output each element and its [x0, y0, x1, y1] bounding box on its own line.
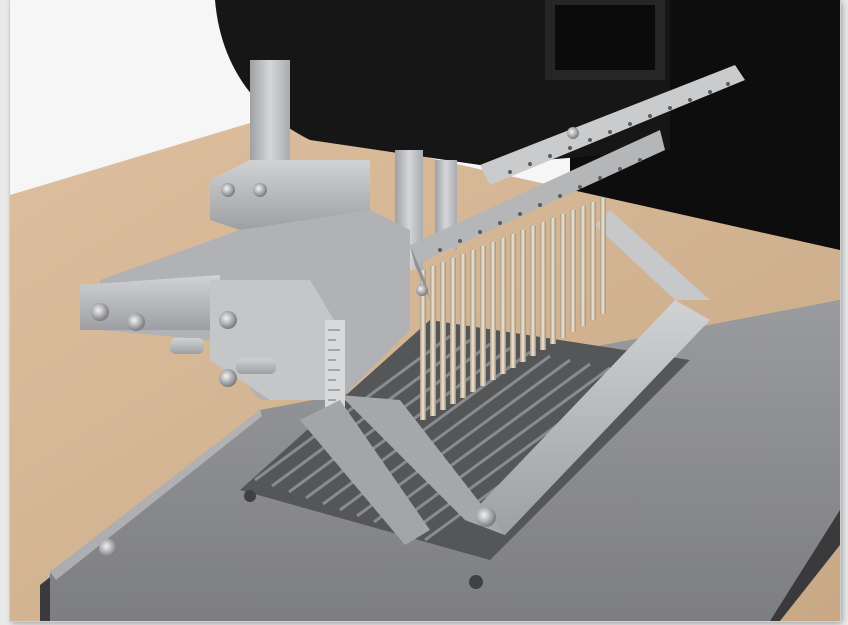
comb-frame-left: [340, 395, 505, 535]
photo-frame: [10, 0, 840, 621]
middle-rail: [410, 130, 665, 265]
pin-array: [420, 198, 606, 420]
lower-link-arm: [300, 400, 430, 545]
upper-rail: [480, 65, 745, 185]
rail-holes: [438, 82, 730, 252]
shaft-right: [236, 358, 276, 374]
machine-photo: [10, 0, 840, 621]
comb-frame-right: [465, 300, 710, 535]
left-arm: [80, 275, 220, 330]
base-plate-edge: [50, 410, 262, 580]
side-arm: [595, 210, 710, 300]
top-clamp-block: [210, 160, 370, 230]
screws: [91, 127, 579, 589]
shaft-left: [170, 338, 204, 354]
